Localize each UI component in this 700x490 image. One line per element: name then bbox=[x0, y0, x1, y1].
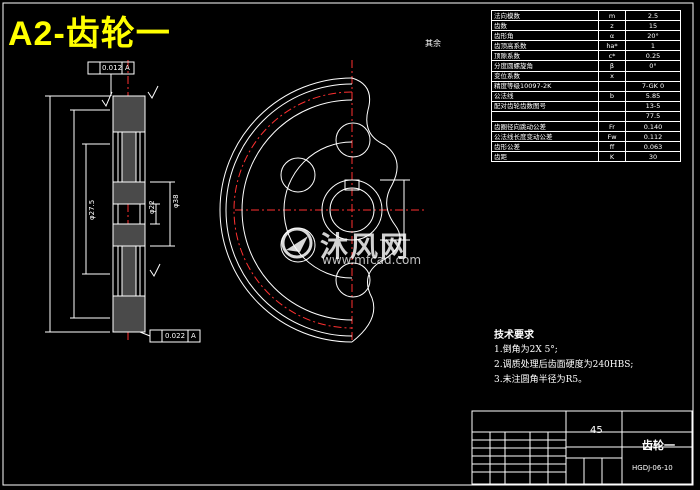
param-symbol: z bbox=[598, 20, 626, 32]
tech-item-1: 1.倒角为2X 5°; bbox=[494, 345, 558, 355]
param-value: 5.85 bbox=[625, 90, 681, 102]
param-name bbox=[491, 110, 599, 123]
datum-bottom-label: A bbox=[191, 332, 196, 340]
param-symbol: c* bbox=[598, 50, 626, 62]
part-name: 齿轮一 bbox=[642, 439, 675, 452]
param-value: 0° bbox=[625, 60, 681, 72]
param-name: 公法线 bbox=[491, 90, 599, 102]
param-value bbox=[625, 70, 681, 82]
param-value: 1 bbox=[625, 40, 681, 52]
front-view bbox=[219, 60, 425, 343]
tolerance-top-value: 0.012 bbox=[102, 64, 123, 72]
param-symbol: Fw bbox=[598, 131, 626, 143]
param-name: 齿数 bbox=[491, 20, 599, 32]
dimension-b: φ22 bbox=[148, 200, 156, 214]
sheet-border bbox=[2, 2, 694, 486]
param-symbol: ff bbox=[598, 141, 626, 153]
param-value: 30 bbox=[625, 151, 681, 163]
datum-top-label: A bbox=[125, 64, 130, 72]
title-block bbox=[471, 410, 693, 485]
param-name: 法向模数 bbox=[491, 9, 599, 22]
param-name: 变位系数 bbox=[491, 70, 599, 82]
param-symbol: ha* bbox=[598, 40, 626, 52]
param-name: 配对齿轮齿数图号 bbox=[491, 100, 599, 112]
param-value: 0.25 bbox=[625, 50, 681, 62]
section-view bbox=[45, 60, 201, 343]
param-name: 齿距 bbox=[491, 151, 599, 163]
param-symbol bbox=[598, 80, 626, 92]
tech-heading: 技术要求 bbox=[494, 330, 534, 341]
dimension-a: φ38 bbox=[172, 194, 180, 208]
drawing-number: HGDJ-06-10 bbox=[632, 464, 673, 472]
param-name: 齿顶高系数 bbox=[491, 40, 599, 52]
param-row: 精度等级10097-2K 7-GK 0 bbox=[491, 80, 681, 92]
technical-requirements: 技术要求 1.倒角为2X 5°; 2.调质处理后齿面硬度为240HBS; 3.未… bbox=[494, 328, 633, 388]
param-value: 7-GK 0 bbox=[625, 80, 681, 92]
param-name: 顶隙系数 bbox=[491, 50, 599, 62]
tolerance-bottom-value: 0.022 bbox=[165, 332, 186, 340]
param-value: 0.140 bbox=[625, 121, 681, 133]
param-value: 2.5 bbox=[625, 9, 681, 22]
tech-item-2: 2.调质处理后齿面硬度为240HBS; bbox=[494, 360, 634, 370]
drawing-title: A2-齿轮一 bbox=[8, 15, 171, 53]
param-symbol: α bbox=[598, 30, 626, 42]
param-value: 0.112 bbox=[625, 131, 681, 143]
param-symbol bbox=[598, 110, 626, 123]
param-name: 精度等级10097-2K bbox=[491, 80, 599, 92]
param-name: 齿圈径向跳动公差 bbox=[491, 121, 599, 133]
param-name: 分度圆螺旋角 bbox=[491, 60, 599, 72]
param-symbol: m bbox=[598, 9, 626, 22]
param-symbol: β bbox=[598, 60, 626, 72]
param-value: 0.063 bbox=[625, 141, 681, 153]
param-name: 齿形角 bbox=[491, 30, 599, 42]
watermark-url: www.mfcad.com bbox=[322, 253, 422, 267]
param-name: 公法线长度变动公差 bbox=[491, 131, 599, 143]
material-label: 45 bbox=[590, 425, 603, 436]
param-name: 齿形公差 bbox=[491, 141, 599, 153]
param-symbol: Fr bbox=[598, 121, 626, 133]
param-symbol: K bbox=[598, 151, 626, 163]
dimension-c: φ27.5 bbox=[88, 199, 96, 220]
param-value: 20° bbox=[625, 30, 681, 42]
param-value: 13-5 bbox=[625, 100, 681, 112]
param-value: 77.5 bbox=[625, 110, 681, 123]
watermark-brand: 沐风网 bbox=[320, 230, 411, 263]
param-row: 配对齿轮齿数图号 13-5 bbox=[491, 100, 681, 112]
param-symbol: x bbox=[598, 70, 626, 82]
param-symbol: b bbox=[598, 90, 626, 102]
param-symbol bbox=[598, 100, 626, 112]
tech-item-3: 3.未注圆角半径为R5。 bbox=[494, 375, 588, 385]
other-surfaces-label: 其余 bbox=[425, 39, 441, 48]
param-value: 15 bbox=[625, 20, 681, 32]
watermark-logo-icon bbox=[281, 227, 313, 259]
param-row: 77.5 bbox=[491, 110, 681, 123]
